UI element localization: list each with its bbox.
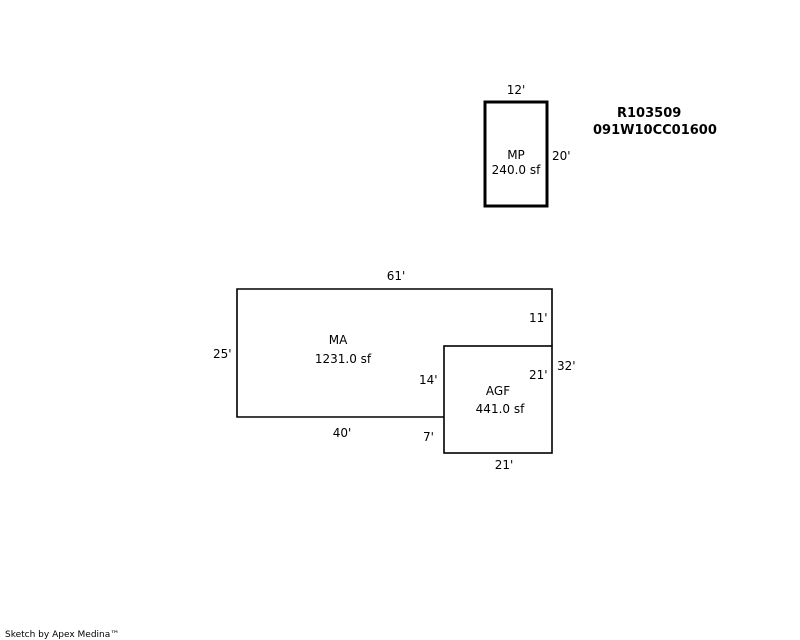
parcel-id: R103509 [617, 106, 681, 121]
mp-top-dimension: 12' [507, 83, 526, 97]
ma-outline [236, 288, 553, 418]
agf-left-inner-dimension: 14' [419, 373, 438, 387]
agf-area: 441.0 sf [476, 402, 525, 416]
agf-right-inner-dimension: 21' [529, 368, 548, 382]
sketch-credit: Sketch by Apex Medina™ [5, 630, 119, 640]
parcel-number: 091W10CC01600 [593, 123, 717, 138]
mp-code: MP [507, 148, 525, 162]
ma-right-upper-dimension: 11' [529, 311, 548, 325]
agf-left-lower-dimension: 7' [423, 430, 434, 444]
ma-code: MA [329, 333, 348, 347]
agf-outline [443, 345, 553, 454]
mp-area: 240.0 sf [492, 163, 541, 177]
ma-area: 1231.0 sf [315, 352, 372, 366]
ma-bottom-dimension: 40' [333, 426, 352, 440]
overall-right-dimension: 32' [557, 359, 576, 373]
ma-top-dimension: 61' [387, 269, 406, 283]
mp-outline [483, 100, 549, 208]
ma-left-dimension: 25' [213, 347, 232, 361]
agf-code: AGF [486, 384, 510, 398]
agf-bottom-dimension: 21' [495, 458, 514, 472]
mp-right-dimension: 20' [552, 149, 571, 163]
